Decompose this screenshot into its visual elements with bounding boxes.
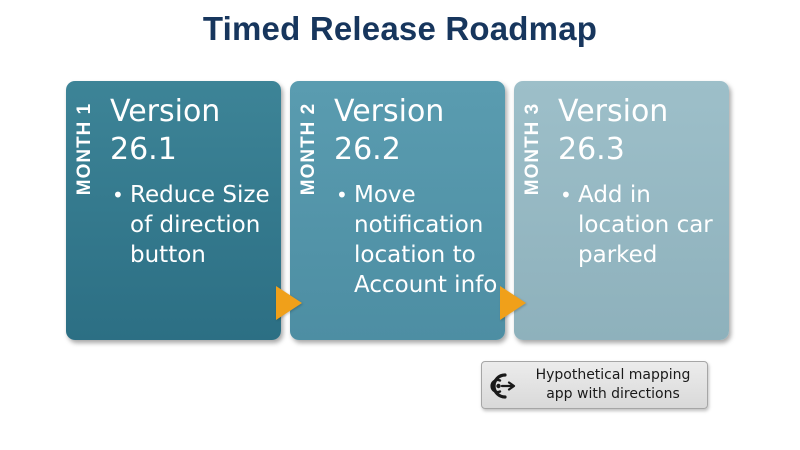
version-number: 26.3 <box>558 132 625 167</box>
stage-bullet: • Add in location car parked <box>560 180 726 270</box>
version-number: 26.1 <box>110 132 177 167</box>
caption-note: Hypothetical mapping app with directions <box>481 361 708 409</box>
version-label: Version 26.2 <box>334 93 502 169</box>
stage-card-month-2: MONTH 2 Version 26.2 • Move notification… <box>290 81 505 340</box>
month-label: MONTH 3 <box>522 102 543 196</box>
stage-card-month-1: MONTH 1 Version 26.1 • Reduce Size of di… <box>66 81 281 340</box>
version-word: Version <box>334 94 445 129</box>
stage-card-month-3: MONTH 3 Version 26.3 • Add in location c… <box>514 81 729 340</box>
bullet-glyph: • <box>336 183 348 207</box>
version-label: Version 26.3 <box>558 93 726 169</box>
bullet-glyph: • <box>560 183 572 207</box>
bullet-glyph: • <box>112 183 124 207</box>
stage-arrow-2-to-3 <box>500 286 526 320</box>
page-title: Timed Release Roadmap <box>202 10 598 47</box>
stage-arrow-1-to-2 <box>276 286 302 320</box>
bullet-text: Add in location car parked <box>578 182 713 268</box>
mapping-app-icon <box>490 373 516 399</box>
month-label: MONTH 1 <box>74 102 95 196</box>
version-number: 26.2 <box>334 132 401 167</box>
bullet-text: Move notification location to Account in… <box>354 182 498 298</box>
caption-text: Hypothetical mapping app with directions <box>535 367 691 402</box>
version-word: Version <box>110 94 221 129</box>
version-word: Version <box>558 94 669 129</box>
version-label: Version 26.1 <box>110 93 278 169</box>
stage-bullet: • Reduce Size of direction button <box>112 180 278 270</box>
bullet-text: Reduce Size of direction button <box>130 182 270 268</box>
stage-bullet: • Move notification location to Account … <box>336 180 502 300</box>
month-label: MONTH 2 <box>298 102 319 196</box>
